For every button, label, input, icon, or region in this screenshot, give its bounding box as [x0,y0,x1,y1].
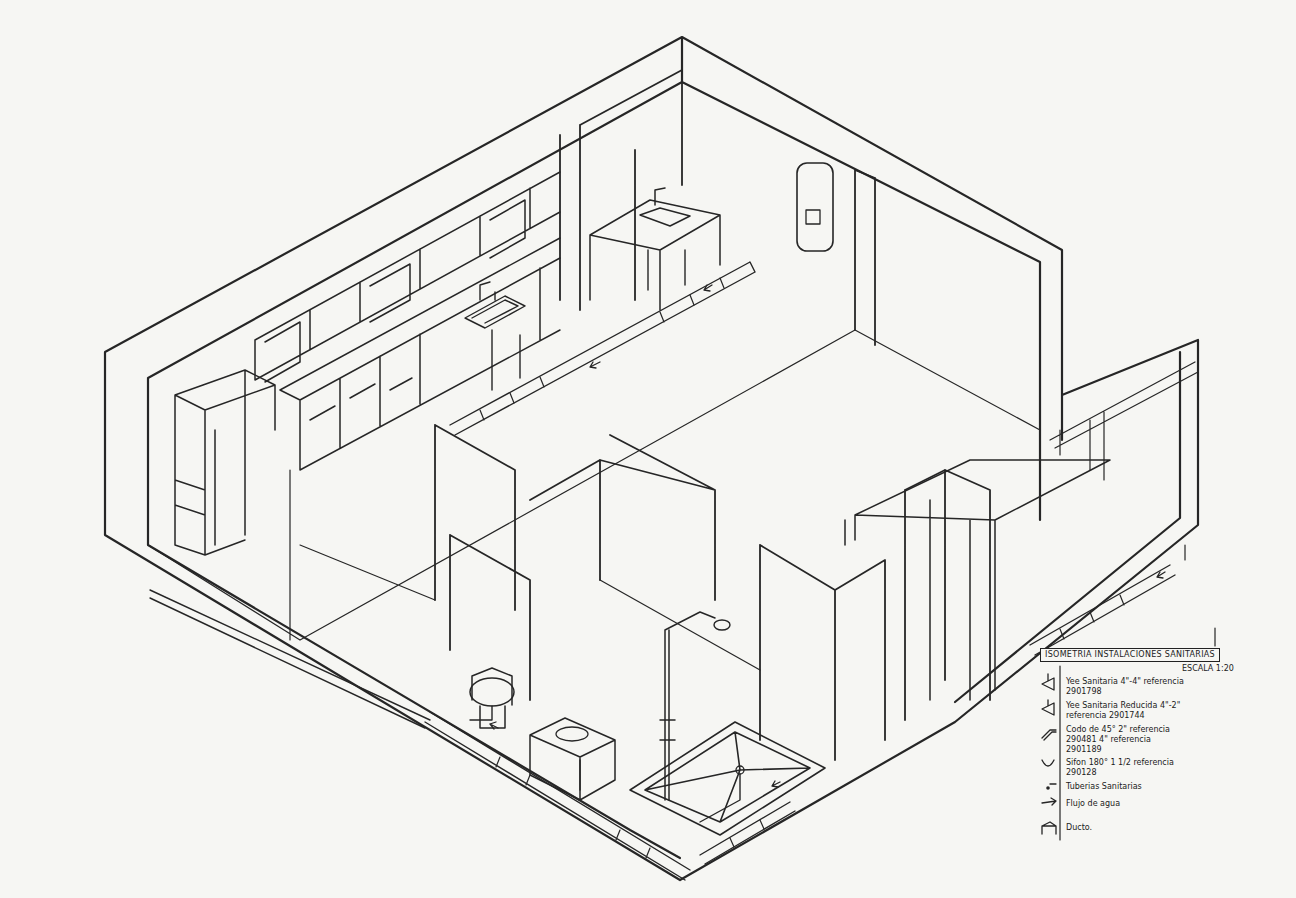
kitchen-counter [280,238,560,470]
legend-entry: Tuberias Sanitarias [1066,782,1184,792]
shower-drain [736,766,744,774]
kitchen-sink [465,282,525,328]
scale-note: ESCALA 1:20 [1182,664,1234,674]
legend-entry: Ducto. [1066,823,1184,833]
bathroom-sink-upper [590,188,720,310]
shower-tray [630,722,825,835]
floor-lines [148,330,1040,670]
outer-walls [105,37,1198,880]
shower-head [714,620,730,630]
water-heater-panel [806,210,820,224]
legend-entry: Flujo de agua [1066,799,1184,809]
legend-symbols [1042,674,1056,784]
bathroom-sink-lower [530,718,615,800]
interior-walls [435,70,990,760]
right-upper-pipes [1050,362,1198,560]
legend-entry: Yee Sanitaria 4"-4" referencia 2901798 [1066,677,1184,697]
drawing-lines [105,37,1215,880]
legend-dot [1046,786,1050,790]
right-counter [845,460,1110,700]
basin [556,727,588,741]
toilet-bowl [470,678,514,706]
water-heater [797,163,833,251]
upper-cabinets [255,172,560,382]
shower-column [660,612,715,800]
pipe-ribs [480,278,1124,858]
legend-arrow [1042,798,1056,805]
drawing-title: ISOMETRIA INSTALACIONES SANITARIAS [1040,648,1220,662]
refrigerator [175,370,275,555]
legend-duct [1042,822,1056,834]
flow-arrows [490,285,1165,787]
legend-entry: Yee Sanitaria Reducida 4"-2" referencia … [1066,701,1184,721]
sanitary-pipes [150,250,1175,880]
legend-entry: Codo de 45° 2" referencia 290481 4" refe… [1066,725,1184,755]
legend-entry: Sifon 180° 1 1/2 referencia 290128 [1066,758,1184,778]
